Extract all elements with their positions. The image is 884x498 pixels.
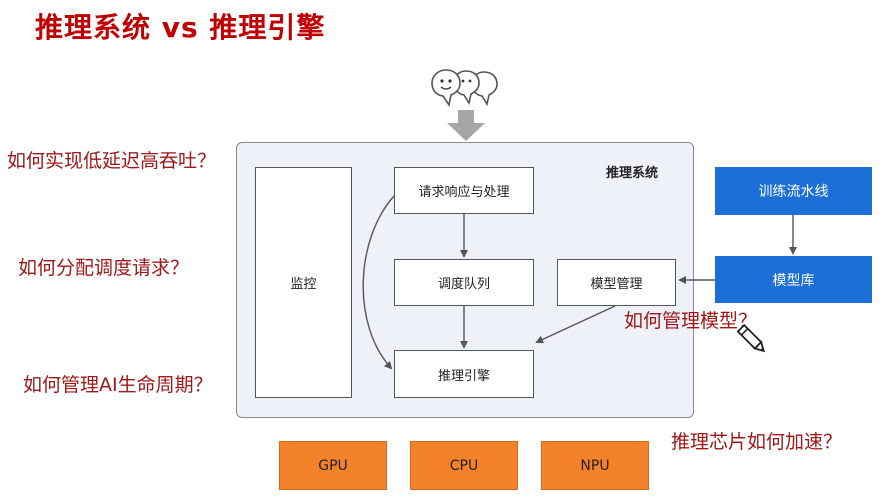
model-repository-box[interactable]: 模型库 [715,256,872,303]
arrow-request-to-engine [362,195,395,370]
pipeline-label: 训练流水线 [758,184,829,200]
queue-label: 调度队列 [437,277,490,292]
question-latency: 如何实现低延迟高吞吐？ [7,150,217,172]
request-handling-box[interactable]: 请求响应与处理 [394,167,534,214]
users-icon [431,69,498,108]
model-management-box[interactable]: 模型管理 [557,259,676,306]
monitor-box[interactable]: 监控 [255,167,352,398]
npu-box[interactable]: NPU [541,441,649,490]
model-repo-label: 模型库 [772,272,815,289]
cpu-box[interactable]: CPU [410,441,518,490]
system-label: 推理系统 [606,166,659,181]
training-pipeline-box[interactable]: 训练流水线 [715,167,872,215]
inference-engine-box[interactable]: 推理引擎 [394,350,534,398]
arrow-model-to-engine [535,305,616,344]
question-scheduling: 如何分配调度请求？ [18,257,190,279]
question-model-management: 如何管理模型？ [624,310,758,332]
down-arrow-icon [447,110,485,141]
pencil-icon [736,323,765,353]
scheduling-queue-box[interactable]: 调度队列 [394,259,534,306]
question-accelerate: 推理芯片如何加速？ [671,431,843,453]
model-manager-label: 模型管理 [590,277,643,292]
page-title: 推理系统 vs 推理引擎 [35,11,326,44]
gpu-box[interactable]: GPU [279,441,387,490]
monitor-label: 监控 [290,277,317,292]
npu-label: NPU [580,457,610,474]
request-label: 请求响应与处理 [418,185,510,200]
question-lifecycle: 如何管理AI生命周期？ [23,374,213,396]
engine-label: 推理引擎 [437,368,490,384]
cpu-label: CPU [449,457,479,474]
gpu-label: GPU [318,457,348,474]
